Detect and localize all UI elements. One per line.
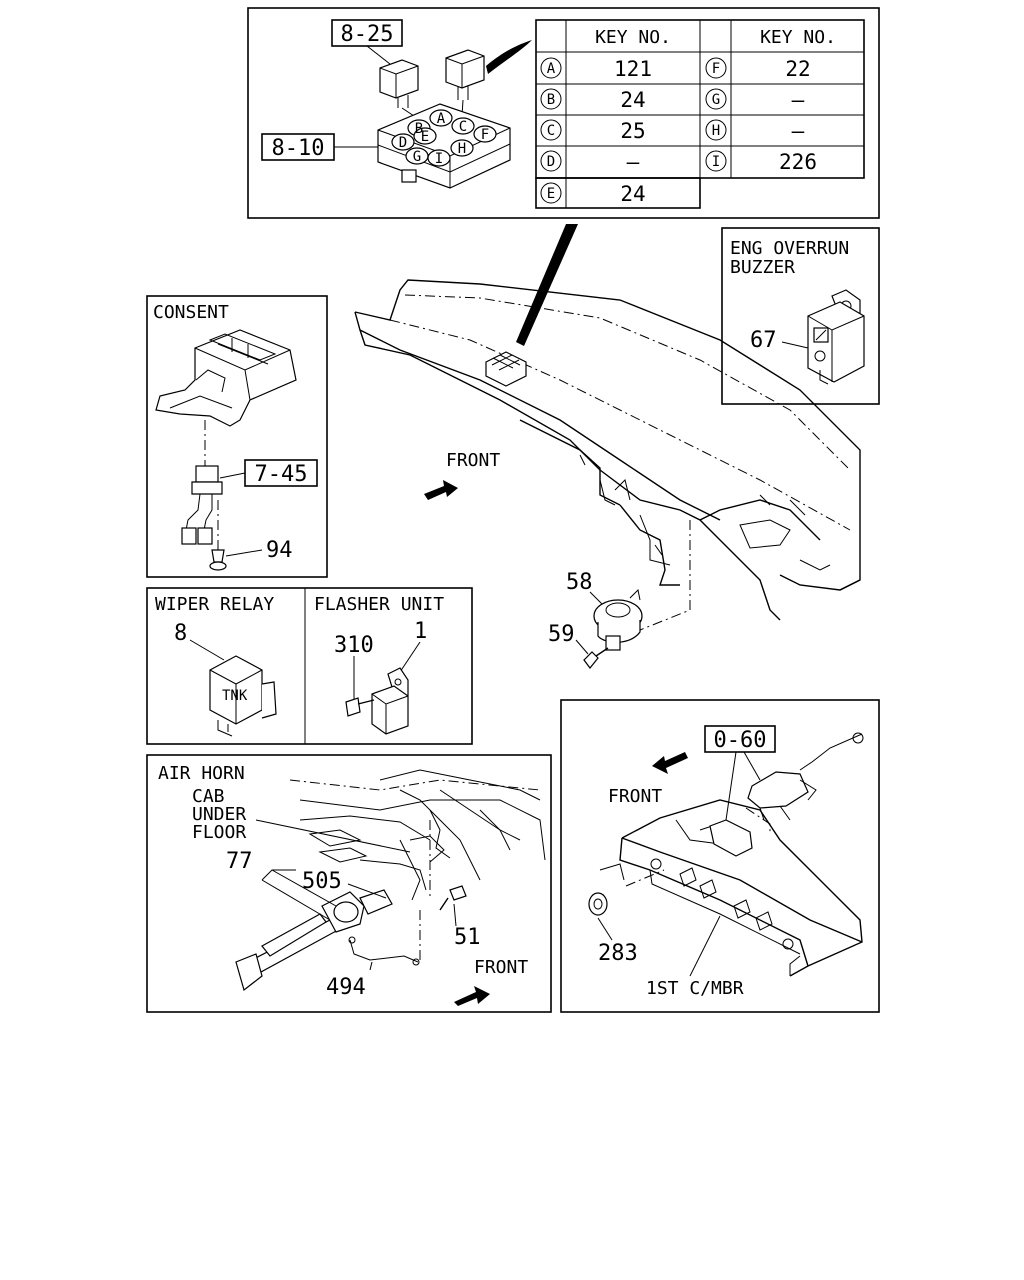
key-letter: F <box>712 61 720 77</box>
relay-sockets: A C F B E H D G I <box>391 109 497 167</box>
relay-panel: 8-25 <box>247 7 880 219</box>
socket-letter: F <box>481 127 489 143</box>
ref-8-25: 8-25 <box>341 22 394 47</box>
socket-letter: A <box>437 111 446 127</box>
crossmember-label: 1ST C/MBR <box>646 978 744 999</box>
crossmember-panel: 0-60 FRONT <box>560 699 880 1013</box>
callout-floor: FLOOR <box>192 822 246 843</box>
relay-icon-right <box>445 49 485 100</box>
key-letter: A <box>547 61 556 77</box>
part-8: 8 <box>174 621 187 646</box>
socket-letter: E <box>421 129 429 145</box>
part-51: 51 <box>454 925 481 950</box>
buzzer-icon <box>807 289 865 385</box>
key-value: 226 <box>779 150 817 174</box>
ref-7-45: 7-45 <box>255 462 308 487</box>
key-letter: B <box>547 92 555 108</box>
consent-console <box>155 329 297 427</box>
part-494: 494 <box>326 975 366 1000</box>
front-arrow-main: FRONT <box>424 450 500 500</box>
key-value: — <box>792 119 805 143</box>
part-67: 67 <box>750 328 777 353</box>
wiper-relay-mark: TNK <box>222 688 248 704</box>
front-arrow-horn <box>454 986 490 1006</box>
key-letter: D <box>547 154 555 170</box>
dash-relay-block <box>485 351 527 387</box>
key-value: 22 <box>785 57 810 81</box>
table-header-right: KEY NO. <box>760 27 836 48</box>
part-59: 59 <box>548 622 575 647</box>
key-letter: H <box>712 123 720 139</box>
crossmember-sensor <box>745 732 864 834</box>
key-value: 25 <box>620 119 645 143</box>
callout-under: UNDER <box>192 804 246 825</box>
key-table: KEY NO. KEY NO. A B C D E 121 24 25 — 24… <box>535 19 865 209</box>
key-value: — <box>792 88 805 112</box>
part-505: 505 <box>302 869 342 894</box>
front-label-main: FRONT <box>446 450 500 471</box>
wiper-flasher-panel: WIPER RELAY FLASHER UNIT 8 TNK 310 1 <box>146 587 473 745</box>
air-horn-title: AIR HORN <box>158 763 245 784</box>
pointer-wedge-main <box>516 224 578 346</box>
part-310: 310 <box>334 633 374 658</box>
wiper-relay-icon: TNK <box>209 655 277 737</box>
pointer-wedge <box>486 40 532 74</box>
wiper-title: WIPER RELAY <box>155 594 274 615</box>
flasher-title: FLASHER UNIT <box>314 594 444 615</box>
key-letter: C <box>547 123 555 139</box>
ref-0-60: 0-60 <box>714 728 767 753</box>
buzzer-title-1: ENG OVERRUN <box>730 238 849 259</box>
socket-letter: D <box>399 135 407 151</box>
part-283: 283 <box>598 941 638 966</box>
socket-letter: G <box>413 149 421 165</box>
relay-icon-left <box>379 59 419 108</box>
key-letter: E <box>547 186 555 202</box>
cab-underfloor <box>289 769 546 901</box>
key-letter: I <box>712 154 720 170</box>
crossmember-beam <box>599 799 863 977</box>
key-letter: G <box>712 92 720 108</box>
consent-panel: CONSENT 7-45 94 <box>146 295 328 578</box>
nut-283 <box>588 892 608 916</box>
socket-letter: B <box>415 121 423 137</box>
air-horn-panel: AIR HORN CAB UNDER FLOOR <box>146 754 552 1013</box>
part-1: 1 <box>414 619 427 644</box>
key-value: 24 <box>620 88 645 112</box>
front-label-horn: FRONT <box>474 957 528 978</box>
dashboard-frame <box>354 279 861 631</box>
socket-letter: I <box>435 151 443 167</box>
front-arrow-cm <box>652 752 688 774</box>
part-94: 94 <box>266 538 293 563</box>
ref-box-0-60 <box>704 725 776 753</box>
bolt-51 <box>439 885 467 911</box>
consent-switch <box>181 465 223 545</box>
air-horn-icon <box>235 889 420 992</box>
key-value: 121 <box>614 57 652 81</box>
key-value: — <box>627 150 640 174</box>
buzzer-panel: ENG OVERRUN BUZZER 67 <box>721 227 880 405</box>
front-label-cm: FRONT <box>608 786 662 807</box>
buzzer-title-2: BUZZER <box>730 257 795 278</box>
consent-screw <box>209 549 227 571</box>
part-58: 58 <box>566 570 593 595</box>
key-value: 24 <box>620 182 645 206</box>
part-77: 77 <box>226 849 253 874</box>
table-header-left: KEY NO. <box>595 27 671 48</box>
flasher-icon <box>345 667 409 735</box>
socket-letter: H <box>458 141 466 157</box>
ref-8-10: 8-10 <box>272 136 325 161</box>
horn-assembly: 58 59 <box>548 570 643 669</box>
callout-cab: CAB <box>192 786 225 807</box>
socket-letter: C <box>459 119 467 135</box>
consent-title: CONSENT <box>153 302 229 323</box>
